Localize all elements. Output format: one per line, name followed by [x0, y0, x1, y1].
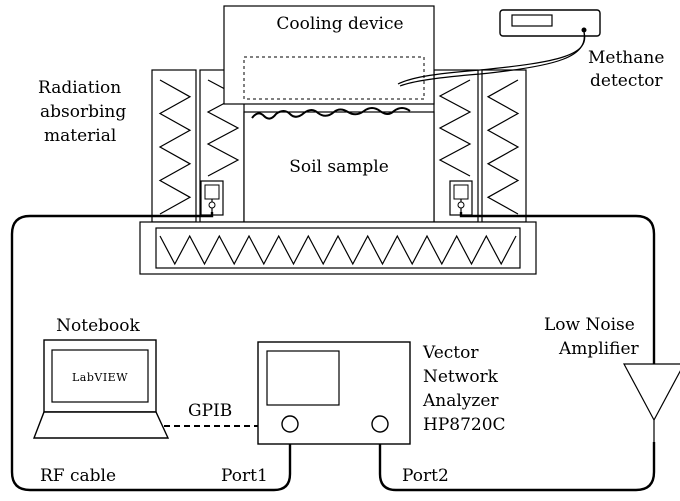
notebook-label: Notebook: [56, 316, 140, 336]
vna-label-2: Network: [423, 367, 499, 387]
rf-cable-right: [378, 212, 656, 492]
lna-label-1: Low Noise: [544, 315, 635, 335]
methane-detector: Methane detector: [397, 9, 664, 91]
soil-sample-label: Soil sample: [289, 157, 389, 177]
port1-label: Port1: [221, 466, 268, 486]
port2-label: Port2: [402, 466, 449, 486]
cooling-device: Cooling device: [223, 5, 435, 105]
radiation-label: Radiation absorbing material: [38, 78, 126, 146]
antenna-right: [449, 180, 473, 216]
radiation-absorber-right: [481, 69, 527, 223]
port1-connector: [281, 415, 299, 433]
low-noise-amplifier: Low Noise Amplifier: [544, 315, 680, 442]
radiation-label-3: material: [44, 126, 116, 146]
vna-label-1: Vector: [422, 343, 479, 363]
vector-network-analyzer: Vector Network Analyzer HP8720C: [257, 341, 506, 445]
vna-label-3: Analyzer: [422, 391, 499, 411]
vna-label-4: HP8720C: [423, 415, 506, 435]
methane-detector-label-1: Methane: [588, 48, 664, 68]
cooling-device-label: Cooling device: [276, 14, 403, 34]
antenna-left: [200, 180, 224, 216]
soil-sample-box: Soil sample: [243, 107, 435, 223]
methane-detector-label-2: detector: [590, 71, 663, 91]
gpib-label: GPIB: [188, 401, 232, 421]
radiation-label-1: Radiation: [38, 78, 121, 98]
port2-connector: [371, 415, 389, 433]
radiation-absorber-bottom: [139, 221, 537, 275]
radiation-absorber-left: [151, 69, 197, 223]
soil-surface: [251, 107, 411, 120]
notebook: LabVIEW Notebook: [32, 316, 170, 439]
radiation-label-2: absorbing: [40, 102, 126, 122]
labview-label: LabVIEW: [72, 371, 128, 384]
rf-cable: [10, 212, 292, 492]
rf-cable-label: RF cable: [40, 466, 116, 486]
lna-label-2: Amplifier: [558, 339, 640, 359]
